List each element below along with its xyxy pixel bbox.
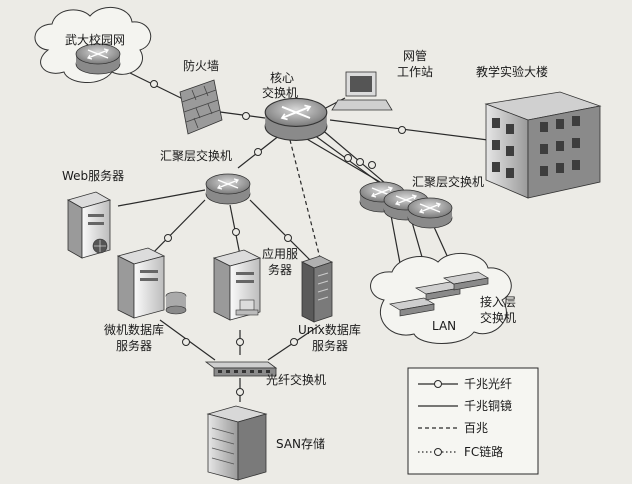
firewall: 防火墙 [179, 58, 223, 135]
link-aggleft-unix [249, 199, 311, 261]
unix-db-server: Unix数据库 服务器 [298, 255, 361, 353]
micro-db-label-2: 服务器 [116, 338, 152, 353]
web-server: Web服务器 [62, 168, 124, 259]
access-switch-label-2: 交换机 [480, 310, 516, 325]
san-storage: SAN存储 [206, 405, 325, 481]
app-server: 应用服 务器 [212, 246, 298, 321]
lan-label: LAN [432, 319, 456, 333]
legend: 千兆光纤 千兆铜镜 百兆 FC链路 [407, 367, 539, 475]
firewall-label: 防火墙 [183, 58, 219, 73]
unix-db-label-2: 服务器 [312, 338, 348, 353]
core-switch-icon [264, 97, 328, 142]
agg-switch-left-label: 汇聚层交换机 [160, 148, 232, 163]
nms-workstation: 网管 工作站 [331, 48, 433, 111]
link-aggleft-microdb [147, 199, 206, 259]
core-switch-label-2: 交换机 [262, 85, 298, 100]
nms-label-2: 工作站 [397, 65, 433, 79]
legend-hundred-meg-label: 百兆 [464, 421, 488, 435]
access-switch-icons [389, 271, 489, 317]
link-core-unix [289, 139, 321, 259]
legend-item-hundred-meg: 百兆 [418, 421, 488, 435]
agg-switch-right: 汇聚层交换机 [359, 174, 484, 229]
micro-db-server: 微机数据库 服务器 [104, 247, 187, 353]
teaching-building-label: 教学实验大楼 [476, 64, 548, 79]
campus-net-label: 武大校园网 [65, 32, 125, 47]
fiber-switch-label: 光纤交换机 [266, 372, 326, 387]
agg-switch-right-icon-3 [407, 197, 453, 229]
unix-db-label-1: Unix数据库 [298, 322, 361, 337]
teaching-building: 教学实验大楼 [476, 64, 602, 199]
micro-db-label-1: 微机数据库 [104, 322, 164, 337]
link-core-building [329, 119, 489, 141]
legend-item-fc-link: FC链路 [418, 444, 503, 459]
agg-switch-left-icon [205, 173, 251, 205]
app-server-label-1: 应用服 [262, 246, 298, 261]
link-aggleft-web [117, 189, 206, 207]
core-switch-label-1: 核心 [270, 71, 294, 85]
san-label: SAN存储 [276, 436, 325, 451]
links [117, 71, 489, 402]
legend-fc-link-label: FC链路 [464, 444, 503, 459]
agg-switch-left: 汇聚层交换机 [160, 148, 251, 205]
campus-router-icon [75, 43, 121, 75]
fiber-switch: 光纤交换机 [204, 361, 326, 387]
campus-cloud: 武大校园网 [34, 7, 152, 84]
agg-switch-right-label: 汇聚层交换机 [412, 174, 484, 189]
web-server-label: Web服务器 [62, 168, 124, 183]
app-server-label-2: 务器 [268, 262, 292, 277]
legend-gig-copper-label: 千兆铜镜 [464, 398, 512, 413]
lan-cloud: LAN 接入层 交换机 [370, 252, 516, 344]
legend-gig-fiber-label: 千兆光纤 [464, 377, 512, 391]
fiber-markers [150, 80, 406, 396]
access-switch-label-1: 接入层 [480, 294, 516, 309]
core-switch: 核心 交换机 [262, 71, 328, 142]
nms-label-1: 网管 [403, 48, 427, 63]
legend-item-gig-fiber: 千兆光纤 [418, 377, 512, 391]
legend-item-gig-copper: 千兆铜镜 [418, 398, 512, 413]
